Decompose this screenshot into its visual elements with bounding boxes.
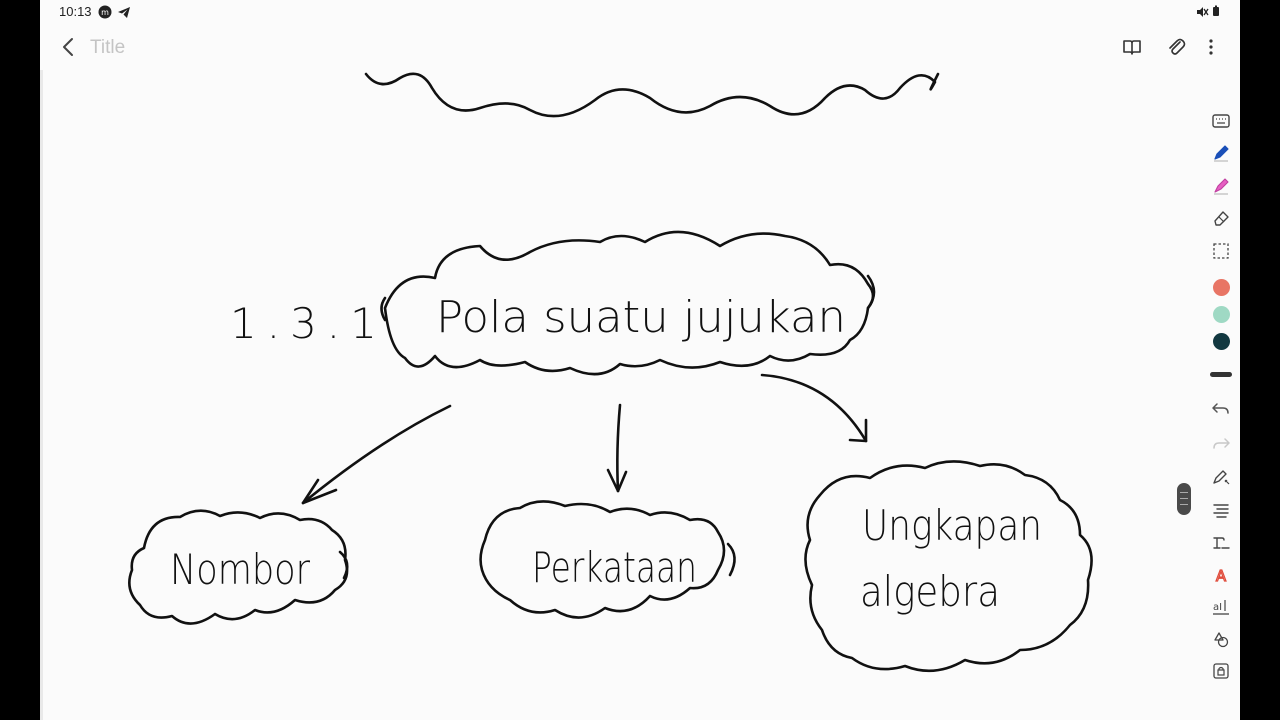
branch-nombor: Nombor	[170, 545, 311, 594]
svg-text:aI: aI	[1213, 602, 1222, 613]
svg-text:m: m	[101, 8, 109, 17]
more-options-icon[interactable]	[1200, 36, 1222, 58]
page-edge	[40, 70, 43, 720]
page-scroll-handle[interactable]	[1177, 483, 1191, 515]
arrow-to-perkataan	[616, 403, 622, 493]
selection-icon[interactable]	[1210, 240, 1232, 262]
attach-icon[interactable]	[1165, 36, 1187, 58]
mind-map-drawing: 1.3.1 Pola suatu jujukan Nombor Perkataa…	[128, 72, 1093, 673]
main-cloud-outline	[383, 230, 875, 376]
arrow-to-ungkapan	[760, 373, 868, 443]
pen-icon[interactable]	[1210, 142, 1232, 164]
book-view-icon[interactable]	[1121, 36, 1143, 58]
pen-color-coral[interactable]	[1213, 279, 1230, 296]
telegram-icon	[118, 7, 130, 18]
lock-icon[interactable]	[1210, 660, 1232, 682]
branch-ungkapan: Ungkapan	[862, 501, 1042, 550]
nombor-cloud-outline	[128, 509, 349, 625]
undo-icon[interactable]	[1210, 397, 1232, 419]
keyboard-icon[interactable]	[1210, 110, 1232, 132]
perkataan-cloud-outline	[479, 500, 726, 619]
top-cloud-outline	[364, 72, 940, 118]
pen-color-mint[interactable]	[1213, 306, 1230, 323]
stroke-width-indicator[interactable]	[1210, 372, 1232, 377]
handwriting-canvas[interactable]: 1.3.1 Pola suatu jujukan Nombor Perkataa…	[40, 70, 1198, 720]
pen-toolbar: A aI	[1200, 104, 1240, 684]
text-style-icon[interactable]	[1210, 531, 1232, 553]
battery-icon	[1213, 5, 1219, 16]
status-bar: 10:13 m	[40, 0, 1240, 24]
mute-icon	[1197, 7, 1209, 17]
shapes-icon[interactable]	[1210, 628, 1232, 650]
text-color-icon[interactable]: A	[1210, 564, 1232, 586]
note-app-screen: 10:13 m Title	[40, 0, 1240, 720]
text-size-icon[interactable]: aI	[1210, 596, 1232, 618]
status-time: 10:13	[59, 4, 92, 19]
pen-color-dark-teal[interactable]	[1213, 333, 1230, 350]
arrow-to-nombor	[301, 404, 452, 505]
pen-settings-icon[interactable]	[1210, 466, 1232, 488]
top-toolbar: Title	[40, 24, 1240, 70]
branch-algebra: algebra	[860, 567, 1000, 616]
section-number: 1.3.1	[230, 299, 387, 348]
app-notification-icon: m	[98, 5, 112, 19]
highlighter-icon[interactable]	[1210, 175, 1232, 197]
redo-icon[interactable]	[1210, 432, 1232, 454]
svg-text:A: A	[1216, 567, 1227, 585]
main-topic-text: Pola suatu jujukan	[436, 292, 846, 343]
branch-perkataan: Perkataan	[532, 543, 697, 592]
note-title-field[interactable]: Title	[90, 37, 126, 58]
eraser-icon[interactable]	[1210, 207, 1232, 229]
ungkapan-cloud-outline	[804, 460, 1093, 673]
text-align-icon[interactable]	[1210, 499, 1232, 521]
back-button[interactable]	[58, 35, 80, 59]
